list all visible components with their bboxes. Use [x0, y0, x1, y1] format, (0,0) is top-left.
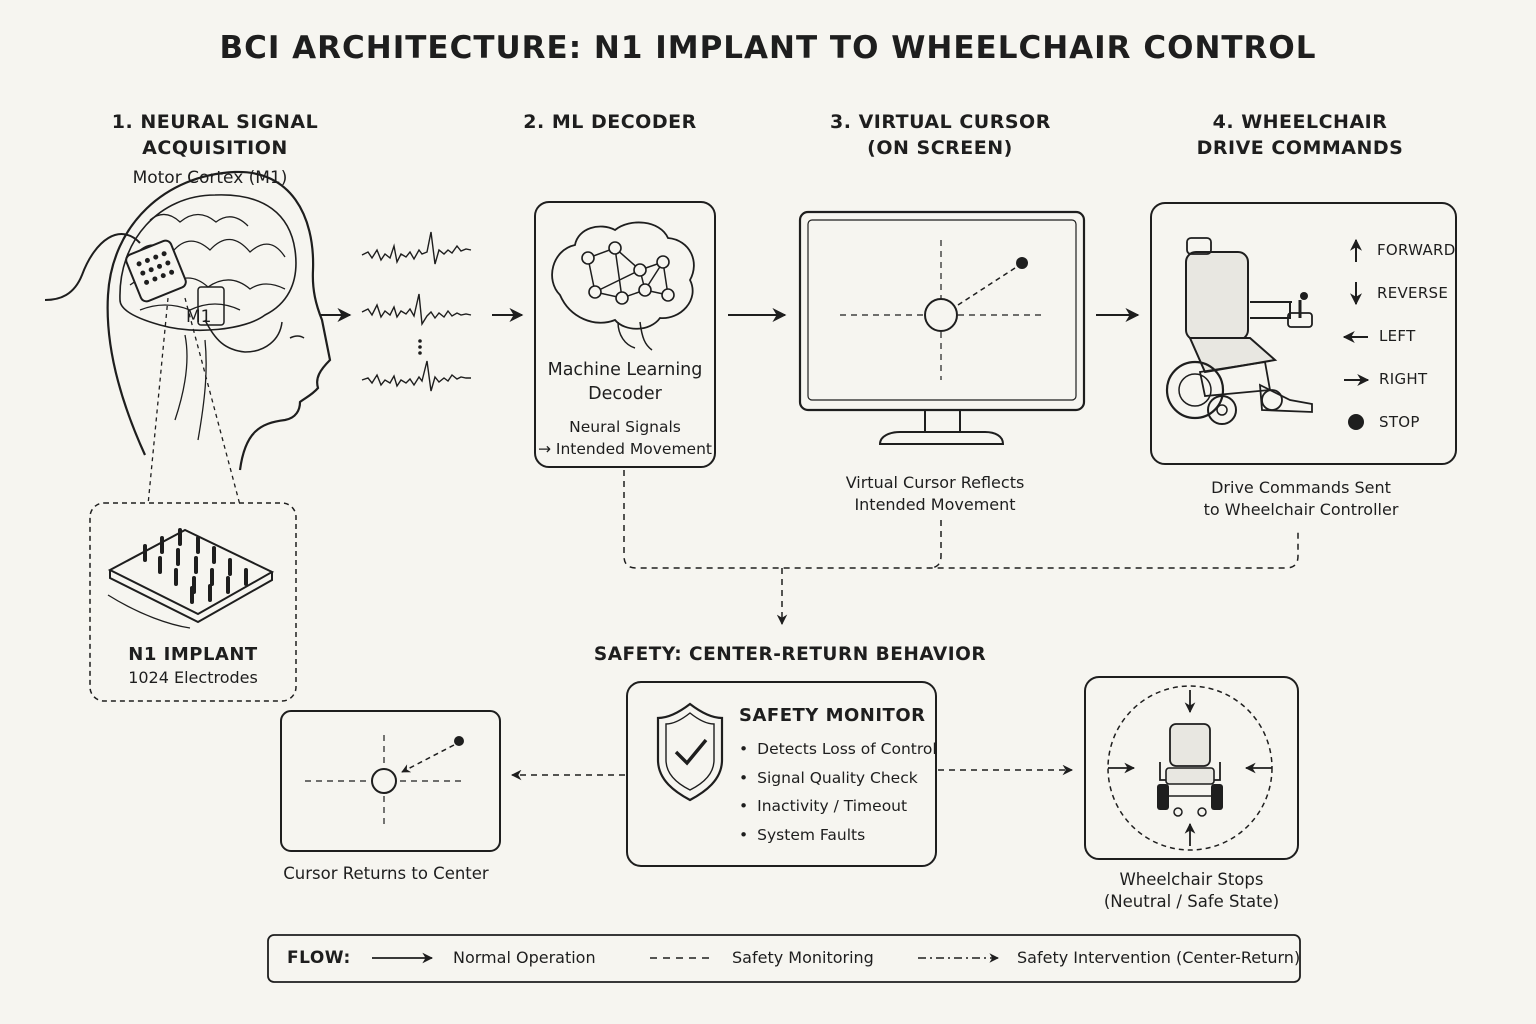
safety-monitoring-lines	[623, 470, 1299, 626]
implant-electrodes: 1024 Electrodes	[128, 668, 258, 687]
diagram-title: BCI ARCHITECTURE: N1 IMPLANT TO WHEELCHA…	[219, 30, 1317, 66]
monitor-icon	[798, 210, 1086, 445]
cursor-return-icon	[305, 735, 464, 828]
safety-check-list: Detects Loss of Control Signal Quality C…	[739, 735, 937, 849]
head-brain-icon	[44, 170, 332, 471]
wheelchair-icon	[1165, 237, 1313, 425]
neural-network-icon	[551, 221, 695, 351]
safety-monitor-title: SAFETY MONITOR	[739, 705, 926, 726]
command-forward: FORWARD	[1377, 241, 1456, 259]
cursor-return-caption: Cursor Returns to Center	[283, 864, 489, 883]
stage-2-header: 2. ML DECODER	[523, 111, 697, 133]
stage-3-header: 3. VIRTUAL CURSOR (ON SCREEN)	[830, 111, 1051, 159]
wheelchair-stop-caption: Wheelchair Stops (Neutral / Safe State)	[1103, 870, 1280, 911]
shield-check-icon	[656, 702, 724, 802]
commands-caption: Drive Commands Sent to Wheelchair Contro…	[1203, 478, 1399, 519]
command-box	[1150, 202, 1457, 465]
legend-safety-intervention: Safety Intervention (Center-Return)	[1017, 948, 1301, 967]
command-arrows	[1342, 238, 1370, 430]
legend-safety-monitoring: Safety Monitoring	[732, 948, 874, 967]
implant-name: N1 IMPLANT	[128, 644, 258, 665]
legend-label: FLOW:	[287, 948, 351, 968]
safety-check-item: Signal Quality Check	[739, 764, 937, 793]
command-reverse: REVERSE	[1377, 284, 1449, 302]
command-stop: STOP	[1379, 413, 1420, 431]
stage-4-header: 4. WHEELCHAIR DRIVE COMMANDS	[1196, 111, 1404, 159]
safety-check-item: Inactivity / Timeout	[739, 792, 937, 821]
command-right: RIGHT	[1379, 370, 1428, 388]
neural-signal-waves	[361, 231, 472, 392]
safety-heading: SAFETY: CENTER-RETURN BEHAVIOR	[593, 644, 987, 665]
command-left: LEFT	[1379, 327, 1416, 345]
legend-normal-operation: Normal Operation	[453, 948, 596, 967]
electrode-array-icon	[107, 528, 275, 629]
decoder-box	[534, 201, 716, 468]
cursor-caption: Virtual Cursor Reflects Intended Movemen…	[845, 473, 1025, 514]
safety-check-item: Detects Loss of Control	[739, 735, 937, 764]
implant-callout-box	[89, 502, 297, 702]
decoder-desc: Neural Signals → Intended Movement	[538, 418, 712, 458]
safety-check-item: System Faults	[739, 821, 937, 850]
legend-box	[267, 934, 1301, 983]
stage-1-subtitle: Motor Cortex (M1)	[132, 168, 288, 188]
cursor-return-box	[280, 710, 501, 852]
wheelchair-stop-box	[1084, 676, 1299, 860]
stage-1-header: 1. NEURAL SIGNAL ACQUISITION	[111, 111, 319, 159]
m1-region-label: M1	[186, 307, 212, 327]
wheelchair-stop-icon	[1107, 685, 1273, 851]
decoder-title: Machine Learning Decoder	[547, 360, 703, 404]
